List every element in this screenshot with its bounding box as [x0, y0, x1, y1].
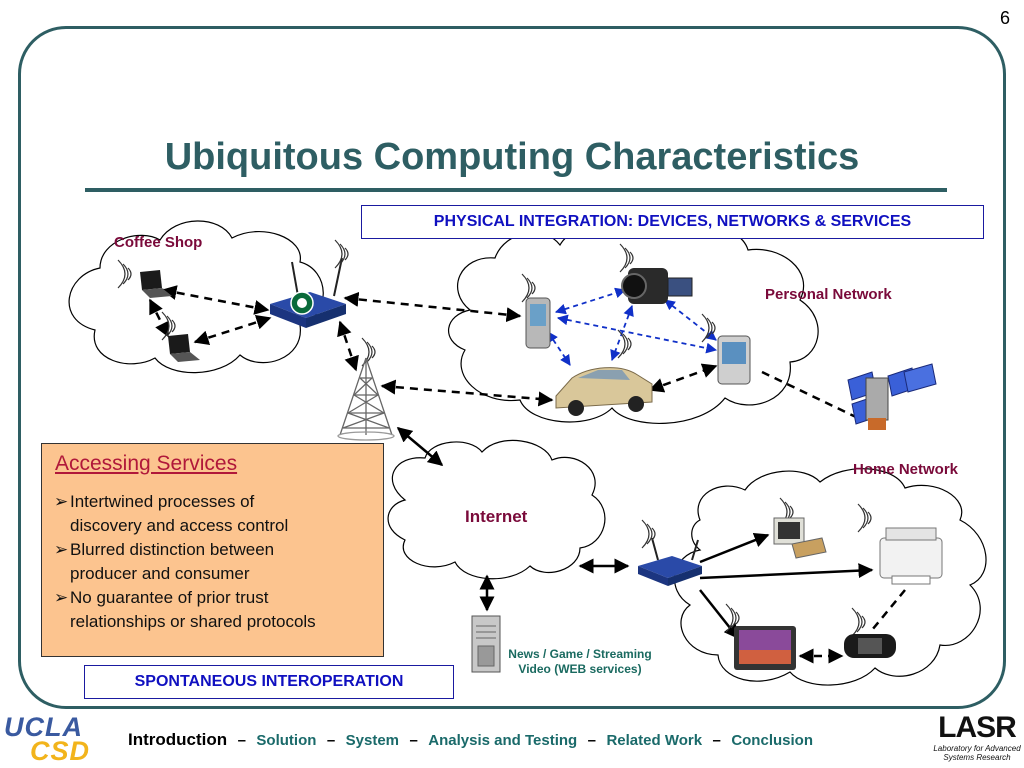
logo-text: LASR: [938, 711, 1017, 744]
accessing-services-box: Accessing Services ➢ Intertwined process…: [41, 443, 384, 657]
bullet-item: ➢ No guarantee of prior trust relationsh…: [52, 586, 373, 634]
nav-separator: –: [712, 732, 721, 749]
nav-item-conclusion[interactable]: Conclusion: [731, 732, 813, 749]
pda-icon: [701, 313, 751, 385]
pda-icon: [521, 273, 551, 349]
link-pda-car: [547, 331, 571, 366]
coffee-shop-label: Coffee Shop: [114, 234, 203, 251]
link-tower-car: [380, 379, 554, 407]
spontaneous-interoperation-label: SPONTANEOUS INTEROPERATION: [84, 665, 454, 699]
cloud-internet: [387, 439, 606, 580]
accessing-services-title: Accessing Services: [55, 452, 238, 475]
nav-separator: –: [237, 732, 246, 749]
nav-item-analysis-testing[interactable]: Analysis and Testing: [428, 732, 578, 749]
printer-icon: [857, 503, 943, 585]
link-router-tower: [337, 320, 359, 372]
bullet-line: relationships or shared protocols: [70, 612, 316, 631]
logo-subtext-line: Laboratory for Advanced: [933, 744, 1021, 753]
link-printer-psp: [871, 589, 906, 631]
laptop-icon: [161, 311, 200, 362]
lasr-logo: LASR Laboratory for Advanced Systems Res…: [932, 711, 1022, 767]
link-homerouter-pc: [699, 533, 770, 564]
server-icon: [471, 615, 501, 673]
tablet-icon: [725, 603, 796, 670]
logo-subtext-line: Systems Research: [943, 753, 1011, 762]
bullet-arrow-icon: ➢: [54, 588, 69, 607]
server-caption-line: News / Game / Streaming: [508, 647, 652, 661]
link-car-pda2: [648, 363, 718, 393]
ucla-csd-logo: UCLA CSD: [2, 712, 102, 768]
nav-item-related-work[interactable]: Related Work: [606, 732, 703, 749]
page-number: 6: [999, 8, 1010, 28]
link-pda2-satellite: [761, 370, 859, 420]
link-router-pda: [343, 291, 522, 323]
nav-separator: –: [409, 732, 418, 749]
nav-separator: –: [587, 732, 597, 749]
bullet-item: ➢ Blurred distinction between producer a…: [52, 538, 373, 586]
logo-subtext: Laboratory for Advanced Systems Research: [932, 744, 1022, 762]
bullet-line: producer and consumer: [70, 564, 250, 583]
server-caption: News / Game / Streaming Video (WEB servi…: [500, 647, 660, 677]
nav-item-system[interactable]: System: [345, 732, 400, 749]
bullet-line: Intertwined processes of: [70, 492, 255, 511]
desktop-pc-icon: [773, 497, 827, 559]
link-homerouter-printer: [699, 563, 874, 580]
link-laptop1-laptop2: [148, 298, 170, 338]
slide-title: Ubiquitous Computing Characteristics: [164, 136, 860, 178]
title-underline: [85, 188, 947, 192]
link-pda-camcorder: [554, 287, 627, 315]
bullet-line: No guarantee of prior trust: [70, 588, 269, 607]
car-icon: [555, 329, 653, 416]
nav-item-solution[interactable]: Solution: [256, 732, 317, 749]
link-homerouter-tablet: [699, 589, 739, 640]
server-caption-line: Video (WEB services): [518, 662, 642, 676]
bullet-line: Blurred distinction between: [70, 540, 275, 559]
link-camcorder-car: [610, 304, 634, 362]
logo-text: UCLA: [4, 712, 83, 742]
physical-integration-banner: PHYSICAL INTEGRATION: DEVICES, NETWORKS …: [361, 205, 984, 239]
link-laptop1-router: [161, 285, 270, 315]
bullet-arrow-icon: ➢: [54, 492, 69, 511]
handheld-console-icon: [844, 607, 896, 658]
footer-navigation: Introduction – Solution – System – Analy…: [128, 730, 813, 750]
bullet-item: ➢ Intertwined processes of discovery and…: [52, 490, 373, 538]
home-network-label: Home Network: [853, 461, 959, 478]
bullet-arrow-icon: ➢: [54, 540, 69, 559]
bullet-line: discovery and access control: [70, 516, 289, 535]
personal-network-label: Personal Network: [765, 286, 892, 303]
nav-item-introduction[interactable]: Introduction: [128, 730, 228, 749]
cell-tower-icon: [337, 337, 395, 441]
camcorder-icon: [619, 243, 693, 304]
wireless-router-icon: [270, 239, 349, 328]
wireless-router-icon: [638, 519, 702, 586]
slide-frame: [18, 26, 1006, 709]
laptop-icon: [117, 259, 172, 298]
link-tower-internet: [396, 427, 444, 466]
satellite-icon: [847, 363, 937, 430]
nav-separator: –: [326, 732, 336, 749]
internet-label: Internet: [465, 507, 528, 526]
logo-text: CSD: [30, 736, 91, 766]
